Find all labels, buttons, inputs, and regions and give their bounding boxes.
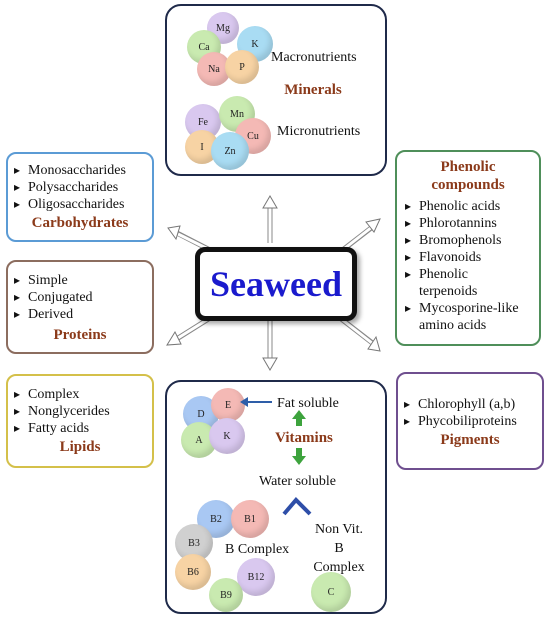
lipids-title: Lipids [59, 439, 101, 455]
pigments-box: Chlorophyll (a,b) Phycobiliproteins Pigm… [396, 372, 544, 470]
minerals-box: Mg Ca K Na P Macronutrients Minerals Fe … [165, 4, 387, 176]
vitamins-title: Vitamins [275, 430, 333, 446]
vitamin-b12: B12 [237, 558, 275, 596]
mineral-na: Na [197, 52, 231, 86]
pigment-item: Chlorophyll (a,b) [402, 396, 542, 413]
phenolic-title: Phenolic compounds [431, 159, 505, 193]
vitamins-box: D E A K Fat soluble Vitamins Water solub… [165, 380, 387, 614]
proteins-title: Proteins [53, 327, 107, 343]
protein-item: Simple [12, 272, 152, 289]
b-complex-label: B Complex [225, 542, 290, 557]
phenolic-item: Phenolic acids [403, 198, 539, 215]
phenolic-item: Mycosporine-like amino acids [403, 300, 539, 334]
micronutrients-label: Micronutrients [277, 124, 361, 139]
mineral-zn: Zn [211, 132, 249, 170]
carbohydrates-box: Monosaccharides Polysaccharides Oligosac… [6, 152, 154, 242]
proteins-box: Simple Conjugated Derived Proteins [6, 260, 154, 354]
mineral-p: P [225, 50, 259, 84]
seaweed-center: Seaweed [195, 247, 357, 321]
macronutrients-label: Macronutrients [271, 50, 357, 65]
phenolic-item: Phenolic terpenoids [403, 266, 515, 300]
protein-item: Conjugated [12, 289, 152, 306]
pigment-item: Phycobiliproteins [402, 413, 542, 430]
water-soluble-label: Water soluble [259, 474, 337, 489]
phenolic-item: Bromophenols [403, 232, 539, 249]
phenolic-item: Phlorotannins [403, 215, 539, 232]
protein-item: Derived [12, 306, 152, 323]
lipid-item: Fatty acids [12, 420, 152, 437]
lipid-item: Nonglycerides [12, 403, 152, 420]
vitamin-b6: B6 [175, 554, 211, 590]
non-b-complex-label: Non Vit. B Complex [313, 522, 365, 575]
vitamin-k: K [209, 418, 245, 454]
vitamin-b1: B1 [231, 500, 269, 538]
vitamin-b3: B3 [175, 524, 213, 562]
lipids-box: Complex Nonglycerides Fatty acids Lipids [6, 374, 154, 468]
phenolic-box: Phenolic compounds Phenolic acids Phloro… [395, 150, 541, 346]
carb-item: Monosaccharides [12, 162, 152, 179]
pigments-title: Pigments [440, 432, 500, 448]
phenolic-item: Flavonoids [403, 249, 539, 266]
carbohydrates-title: Carbohydrates [31, 215, 129, 231]
carb-item: Oligosaccharides [12, 196, 152, 213]
seaweed-label: Seaweed [210, 264, 342, 304]
vitamin-e: E [211, 388, 245, 422]
fat-soluble-label: Fat soluble [277, 396, 339, 411]
vitamin-b9: B9 [209, 578, 243, 612]
lipid-item: Complex [12, 386, 152, 403]
carb-item: Polysaccharides [12, 179, 152, 196]
vitamin-c: C [311, 572, 351, 612]
minerals-title: Minerals [284, 82, 342, 98]
